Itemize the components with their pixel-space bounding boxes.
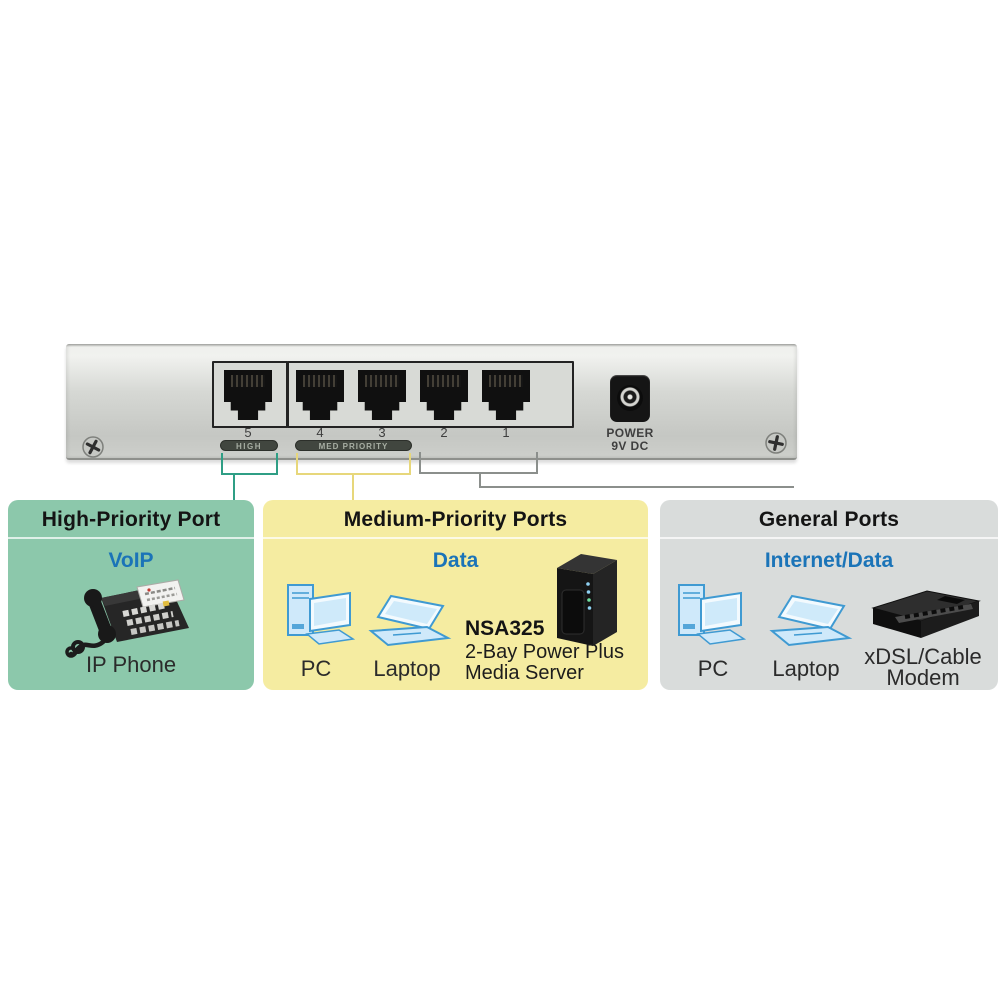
server-text-block: NSA325 2-Bay Power Plus Media Server <box>465 616 624 684</box>
desktop-pc-icon <box>674 582 747 652</box>
rj45-pins <box>303 375 337 387</box>
connector-general-run <box>479 486 794 488</box>
device-label: PC <box>300 656 332 681</box>
panel-title: Medium-Priority Ports <box>343 508 568 531</box>
rj45-pins <box>489 375 523 387</box>
connector-high-tick-right <box>276 453 278 475</box>
panel-title: High-Priority Port <box>41 508 221 531</box>
panel-title: General Ports <box>758 508 900 531</box>
modem-label: xDSL/Cable Modem <box>857 644 989 690</box>
port-number: 5 <box>244 425 252 440</box>
connector-high-drop <box>233 473 235 501</box>
rj45-pins <box>427 375 461 387</box>
connector-general-drop <box>479 472 481 488</box>
panel-divider <box>8 537 254 539</box>
panel-divider <box>263 537 648 539</box>
power-label-line2: 9V DC <box>611 439 649 453</box>
device-label: Laptop <box>772 656 840 681</box>
rj45-pins <box>231 375 265 387</box>
device-label: IP Phone <box>85 652 177 677</box>
panel-subtitle: Internet/Data <box>764 549 894 572</box>
panel-subtitle: Data <box>432 549 479 572</box>
rj45-pins <box>365 375 399 387</box>
server-desc-line1: 2-Bay Power Plus <box>465 641 624 663</box>
panel-general-ports: General Ports Internet/Data PC Lap <box>660 500 998 690</box>
connector-med-drop <box>352 473 354 501</box>
connector-med-tick-right <box>409 453 411 475</box>
device-label: Laptop <box>373 656 441 681</box>
power-label-line1: POWER <box>606 426 654 440</box>
power-jack <box>610 375 650 422</box>
desktop-pc-icon <box>283 582 356 652</box>
med-priority-pill: MED PRIORITY <box>295 440 412 451</box>
screw-icon <box>765 432 787 454</box>
port-number: 1 <box>502 425 510 440</box>
screw-icon <box>82 436 104 458</box>
switch-rear-panel: 5 4 3 2 1 HIGH MED PRIORITY POWER 9V DC <box>66 344 797 460</box>
nas-tower-icon <box>551 546 623 650</box>
ip-phone-icon <box>63 576 203 658</box>
server-desc-line2: Media Server <box>465 662 584 684</box>
power-label: POWER 9V DC <box>590 427 670 453</box>
connector-high-tick-left <box>221 453 223 475</box>
connector-high-bracket <box>221 473 278 475</box>
panel-medium-priority: Medium-Priority Ports Data PC Lapt <box>263 500 648 690</box>
panel-high-priority: High-Priority Port VoIP <box>8 500 254 690</box>
high-priority-pill: HIGH <box>220 440 278 451</box>
connector-general-tick-left <box>419 452 421 474</box>
device-label: PC <box>697 656 729 681</box>
connector-general-tick-right <box>536 452 538 474</box>
panel-subtitle: VoIP <box>108 549 154 572</box>
server-model: NSA325 <box>465 617 545 640</box>
power-jack-barrel <box>617 385 643 411</box>
connector-general-bracket <box>419 472 538 474</box>
port-number: 3 <box>378 425 386 440</box>
panel-divider <box>660 537 998 539</box>
connector-med-tick-left <box>296 453 298 475</box>
port-number: 2 <box>440 425 448 440</box>
laptop-icon <box>363 594 453 652</box>
modem-label-line1: xDSL/Cable <box>864 644 982 669</box>
modem-label-line2: Modem <box>886 665 960 690</box>
laptop-icon <box>764 594 854 652</box>
modem-icon <box>861 584 985 646</box>
port-number: 4 <box>316 425 324 440</box>
